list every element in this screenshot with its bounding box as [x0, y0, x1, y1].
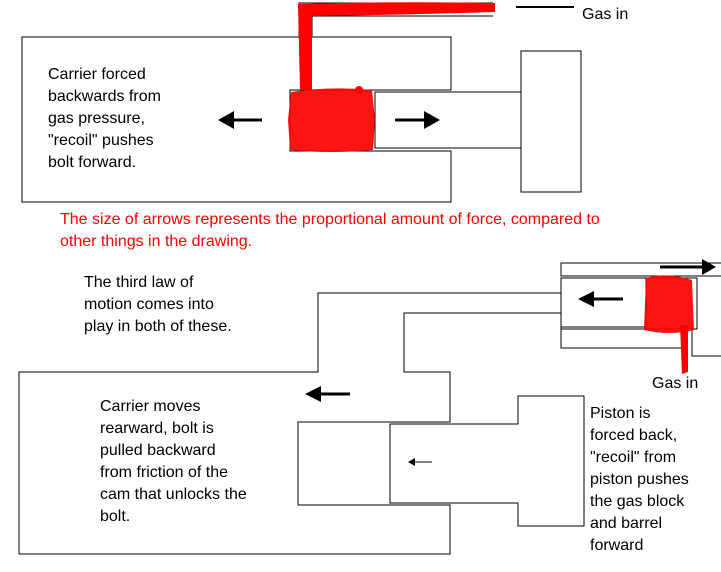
caption-line: "recoil" from [590, 449, 677, 466]
caption-line: pulled backward [100, 442, 216, 459]
caption-line: bolt forward. [48, 154, 137, 171]
arrow-right-bolt-top [395, 111, 440, 129]
gas-tube-inner [311, 15, 493, 37]
carrier-caption-bottom: Carrier moves rearward, bolt is pulled b… [100, 396, 247, 528]
arrow-size-note: The size of arrows represents the propor… [60, 209, 600, 253]
caption-line: and barrel [590, 515, 663, 532]
gas-in-label-bottom: Gas in [652, 375, 699, 392]
bolt-head-top [520, 50, 582, 193]
carrier-top [21, 36, 452, 203]
gas-in-label-top: Gas in [582, 6, 629, 23]
lower-tube-right [691, 329, 721, 357]
note-line: The size of arrows represents the propor… [60, 211, 600, 228]
caption-line: cam that unlocks the [100, 486, 247, 503]
caption-line: Carrier forced [48, 66, 146, 83]
arrow-left-bolt-small [408, 458, 432, 466]
arrow-left-carrier-bottom [305, 386, 350, 402]
third-law-caption: The third law of motion comes into play … [84, 272, 232, 338]
gas-flow-top [288, 2, 495, 152]
bolt-bottom [389, 395, 585, 527]
lower-tube [560, 329, 682, 349]
caption-line: piston pushes [590, 471, 689, 488]
caption-line: Piston is [590, 405, 651, 422]
caption-line: The third law of [84, 274, 194, 291]
arrow-left-piston [578, 291, 623, 307]
piston-caption: Piston is forced back, "recoil" from pis… [590, 403, 689, 557]
carrier-bottom [18, 292, 561, 555]
caption-line: bolt. [100, 508, 131, 525]
caption-line: "recoil" pushes [48, 132, 154, 149]
caption-line: the gas block [590, 493, 685, 510]
note-line: other things in the drawing. [60, 233, 253, 250]
caption-line: motion comes into [84, 296, 214, 313]
piston [561, 277, 647, 328]
caption-line: Carrier moves [100, 398, 201, 415]
caption-line: forced back, [590, 427, 678, 444]
arrow-right-barrel [660, 259, 716, 275]
caption-line: rearward, bolt is [100, 420, 214, 437]
carrier-caption-top: Carrier forced backwards from gas pressu… [48, 64, 161, 174]
caption-line: forward [590, 537, 644, 554]
caption-line: backwards from [48, 88, 161, 105]
arrow-left-carrier-top [218, 111, 262, 129]
caption-line: play in both of these. [84, 318, 232, 335]
caption-line: gas pressure, [48, 110, 145, 127]
gas-tube-bottom [560, 262, 721, 277]
caption-line: from friction of the [100, 464, 229, 481]
gas-flow-bottom [644, 275, 694, 374]
